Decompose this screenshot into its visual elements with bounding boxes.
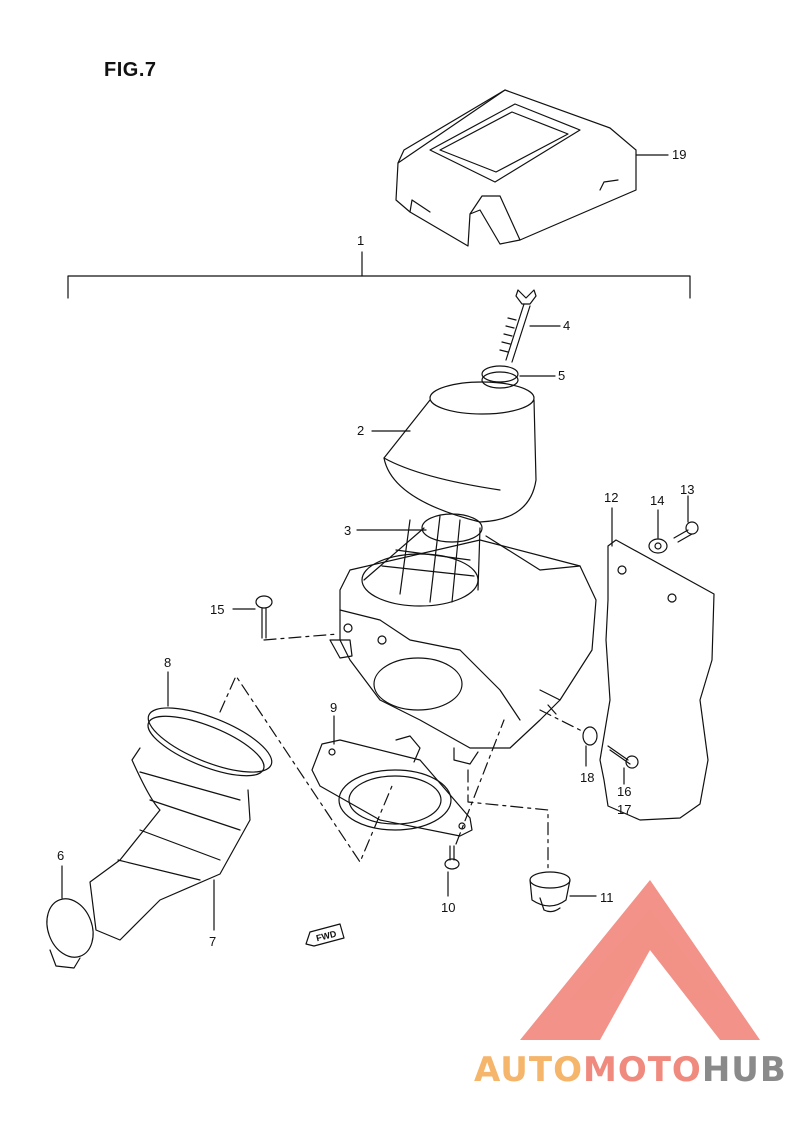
chain-10 (455, 719, 505, 845)
part-15-screw (255, 595, 273, 639)
part-8-hose-clamp (147, 707, 273, 777)
part-13-bolt (673, 521, 699, 543)
part-4-wing-bolt (499, 289, 537, 363)
part-3-cage (361, 513, 483, 607)
chain-8-9 (219, 675, 393, 863)
callout-1: 1 (357, 233, 365, 248)
watermark-text: AUTOMOTOHUB (474, 1050, 787, 1090)
bracket-1 (67, 251, 691, 299)
watermark-hub: HUB (701, 1050, 787, 1090)
part-9-flange (311, 735, 473, 837)
callout-3: 3 (344, 523, 352, 538)
callout-18: 18 (580, 770, 595, 785)
callout-9: 9 (330, 700, 338, 715)
callout-12: 12 (604, 490, 619, 505)
callout-2: 2 (357, 423, 365, 438)
callout-11: 11 (600, 890, 614, 905)
callout-14: 14 (650, 493, 665, 508)
part-16-bolt (607, 745, 639, 769)
callout-7: 7 (209, 934, 217, 949)
part-12-shield (599, 539, 715, 821)
air-box-housing (329, 535, 597, 765)
callout-17: 17 (617, 802, 632, 817)
part-6-clamp (46, 898, 94, 969)
part-14-nut (648, 538, 668, 554)
callout-8: 8 (164, 655, 172, 670)
callout-19: 19 (672, 147, 687, 162)
callout-15: 15 (210, 602, 225, 617)
chain-11 (467, 769, 549, 871)
part-19-cover (395, 89, 637, 247)
part-11-grommet (529, 871, 571, 913)
part-10-screw (444, 845, 460, 870)
watermark-logo (520, 880, 760, 1040)
part-5-washer (481, 365, 519, 389)
callout-4: 4 (563, 318, 571, 333)
figure-title: FIG.7 (104, 59, 157, 81)
callout-16: 16 (617, 784, 632, 799)
fwd-arrow (305, 923, 345, 947)
part-7-hose (89, 747, 251, 941)
chain-18 (539, 709, 585, 733)
watermark-moto: MOTO (582, 1050, 702, 1090)
chain-15 (263, 633, 339, 641)
watermark-auto: AUTO (474, 1050, 583, 1090)
callout-13: 13 (680, 482, 695, 497)
callout-6: 6 (57, 848, 65, 863)
part-18-washer (582, 726, 598, 746)
callout-5: 5 (558, 368, 566, 383)
callout-10: 10 (441, 900, 456, 915)
part-2-filter (383, 381, 537, 523)
